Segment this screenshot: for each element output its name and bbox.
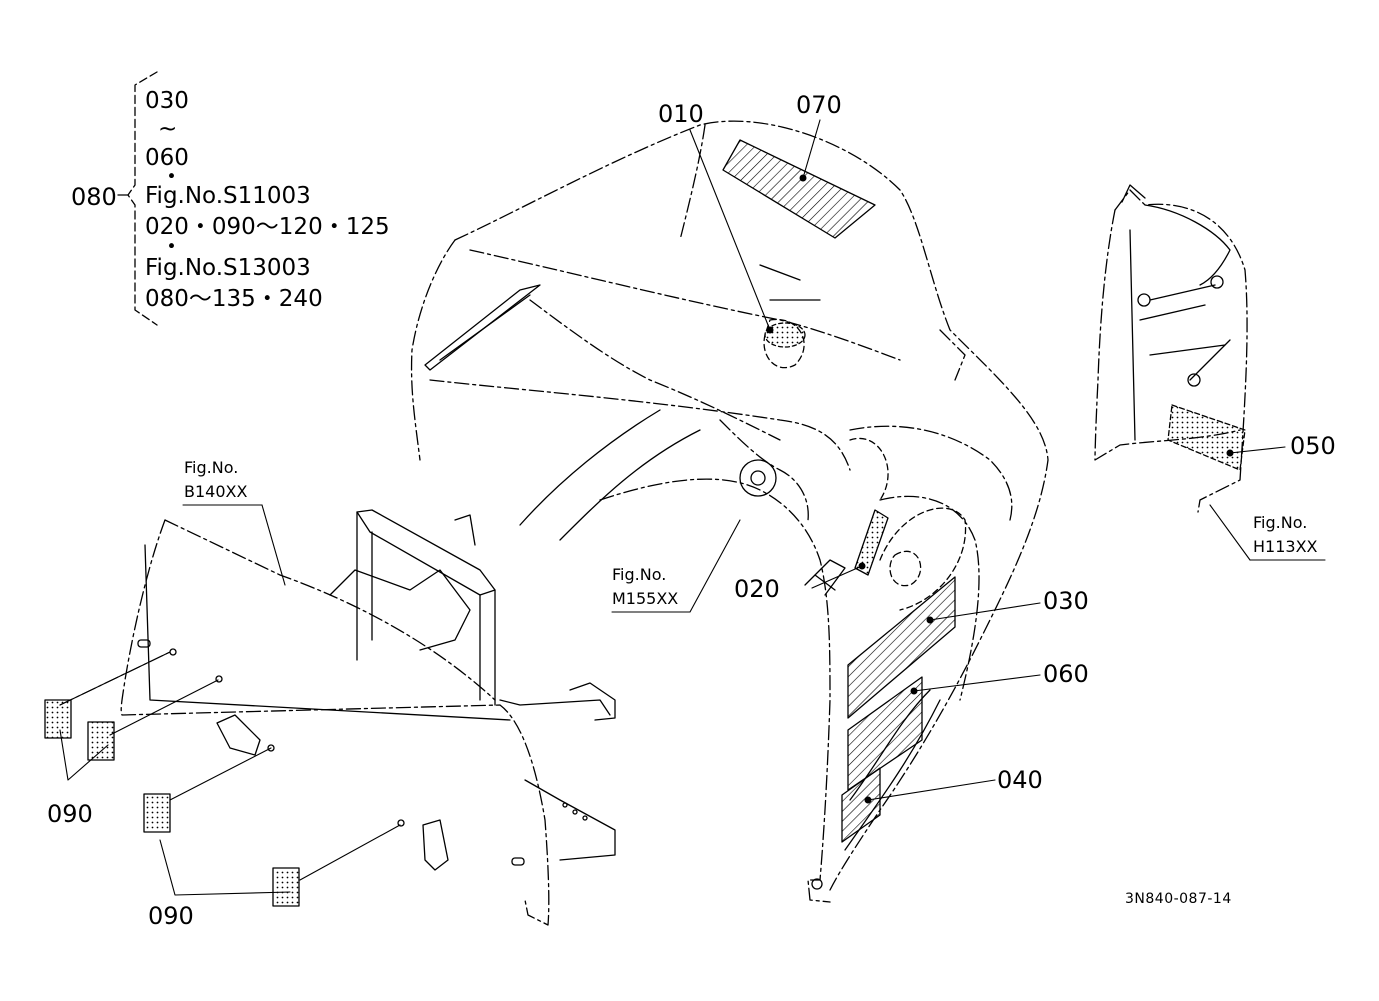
leader-dots	[766, 174, 1234, 804]
reflector-090-3	[143, 793, 171, 833]
legend-080-line5: 020・090～120・125	[145, 214, 390, 240]
decal-040	[841, 767, 881, 843]
drawing-number: 3N840-087-14	[1125, 891, 1232, 907]
reflector-090-1	[44, 699, 72, 739]
fig-ref-m155-label: Fig.No.	[612, 565, 667, 584]
callout-080: 080	[71, 183, 117, 211]
callout-030: 030	[1043, 587, 1089, 615]
legend-bracket	[117, 71, 158, 326]
legend-080-line4: Fig.No.S11003	[145, 183, 311, 209]
reflector-090-2	[87, 721, 115, 761]
callout-060: 060	[1043, 660, 1089, 688]
decal-030	[847, 576, 956, 719]
legend-080-line6: Fig.No.S13003	[145, 255, 311, 281]
fig-ref-b140-label: Fig.No.	[184, 458, 239, 477]
fig-ref-h113-code: H113XX	[1253, 537, 1318, 556]
fig-ref-m155-code: M155XX	[612, 589, 679, 608]
reflector-090-4	[272, 867, 300, 907]
legend-080-line2: ~	[158, 116, 178, 142]
bonnet-part	[410, 120, 1049, 903]
decal-060	[847, 676, 923, 791]
decal-020	[854, 509, 889, 576]
legend-080-dot1: ・	[160, 164, 183, 190]
callout-010: 010	[658, 100, 704, 128]
legend-080-dot2: ・	[160, 234, 183, 260]
grille-panel-part	[120, 509, 616, 926]
callout-090-lower: 090	[148, 902, 194, 930]
fig-ref-h113-label: Fig.No.	[1253, 513, 1308, 532]
legend-080-line3: 060	[145, 145, 189, 171]
legend-080-line7: 080～135・240	[145, 286, 323, 312]
callout-070: 070	[796, 91, 842, 119]
callout-050: 050	[1290, 432, 1336, 460]
legend-080-line1: 030	[145, 88, 189, 114]
decal-010	[764, 322, 806, 348]
decal-070	[722, 139, 876, 239]
leader-lines	[59, 119, 1326, 896]
callout-090-upper: 090	[47, 800, 93, 828]
callout-020: 020	[734, 575, 780, 603]
callout-040: 040	[997, 766, 1043, 794]
decal-050	[1167, 404, 1246, 471]
fig-ref-b140-code: B140XX	[184, 482, 248, 501]
